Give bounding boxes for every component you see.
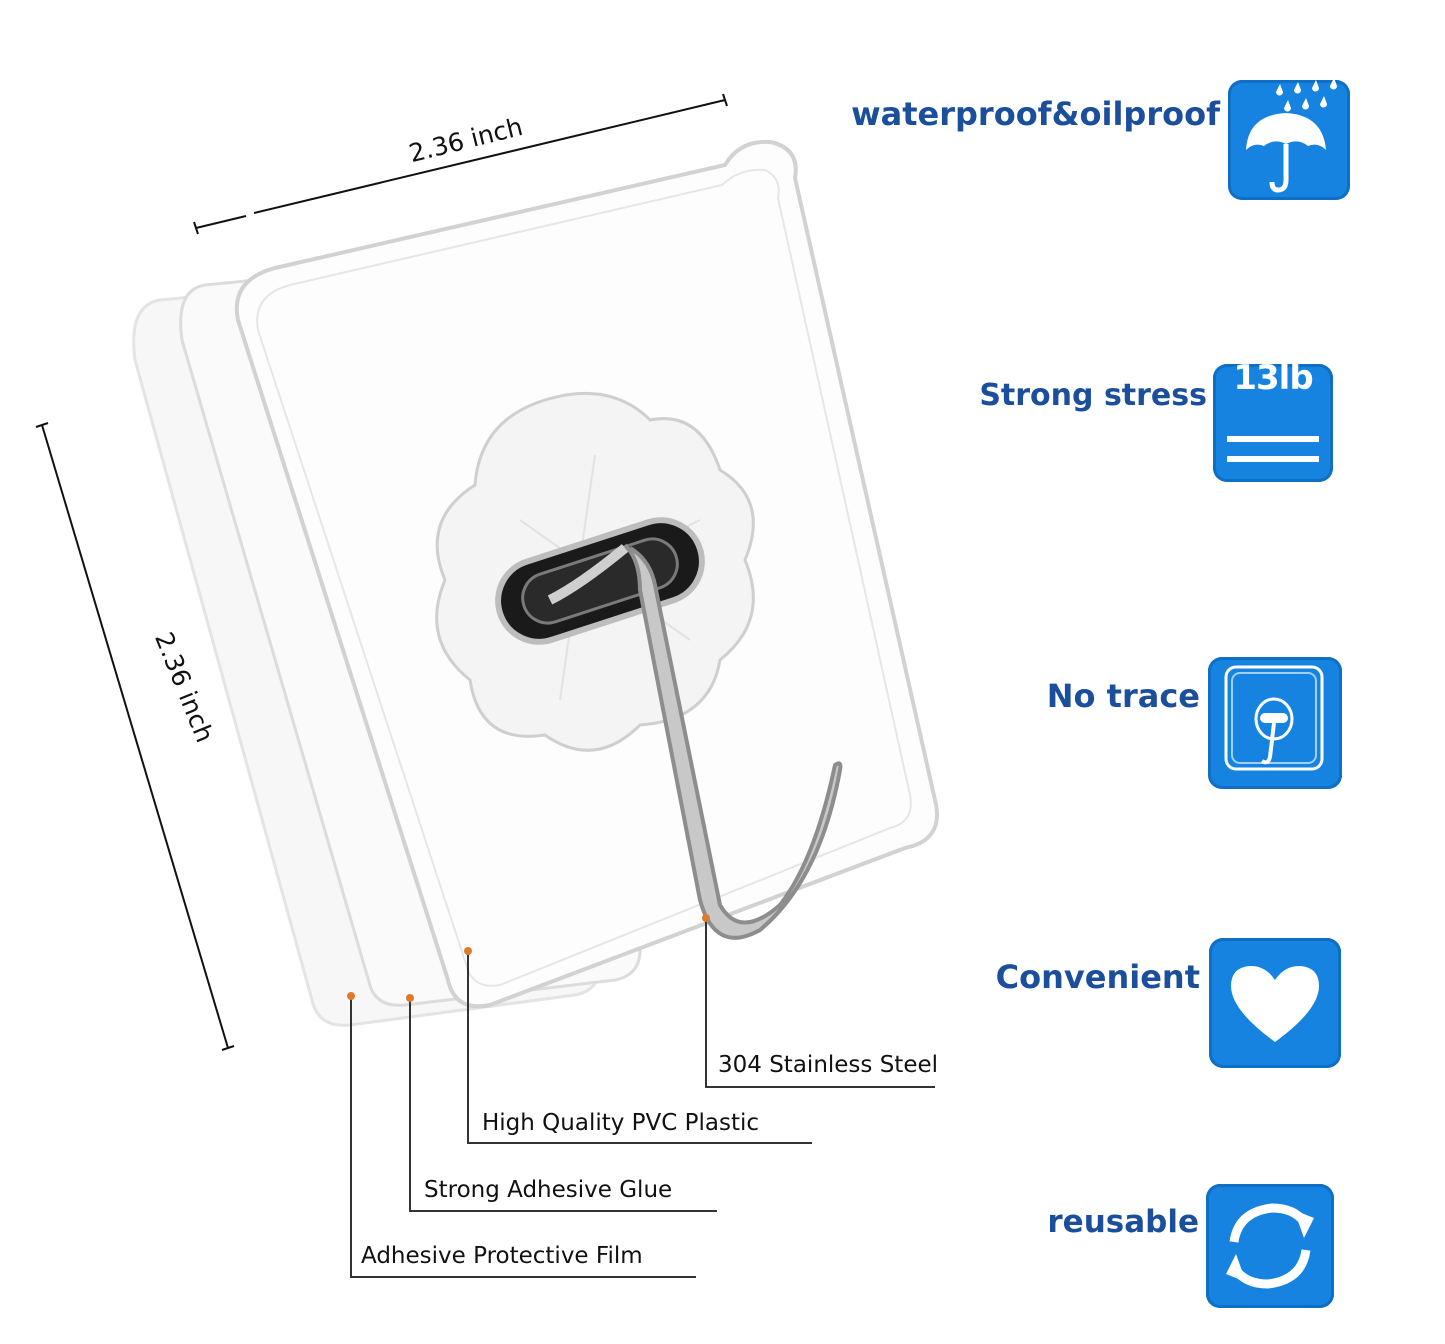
feature-waterproof-label: waterproof&oilproof — [851, 95, 1220, 133]
umbrella-rain-icon — [1228, 80, 1350, 200]
feature-reusable-label: reusable — [1047, 1204, 1199, 1240]
feature-convenient-label: Convenient — [995, 958, 1200, 996]
refresh-icon — [1206, 1184, 1334, 1308]
weight-13lb-icon: 13lb — [1213, 358, 1333, 482]
heart-icon — [1209, 938, 1341, 1068]
callout-adhesive-glue: Strong Adhesive Glue — [424, 1177, 673, 1203]
callout-pvc-plastic: High Quality PVC Plastic — [482, 1110, 760, 1136]
feature-strong-stress-label: Strong stress — [979, 378, 1207, 413]
callout-protective-film: Adhesive Protective Film — [361, 1243, 643, 1269]
weight-badge-text: 13lb — [1233, 358, 1313, 398]
feature-no-trace-label: No trace — [1046, 677, 1200, 715]
hook-frame-icon — [1208, 657, 1342, 789]
callout-stainless-steel: 304 Stainless Steel — [718, 1052, 939, 1078]
